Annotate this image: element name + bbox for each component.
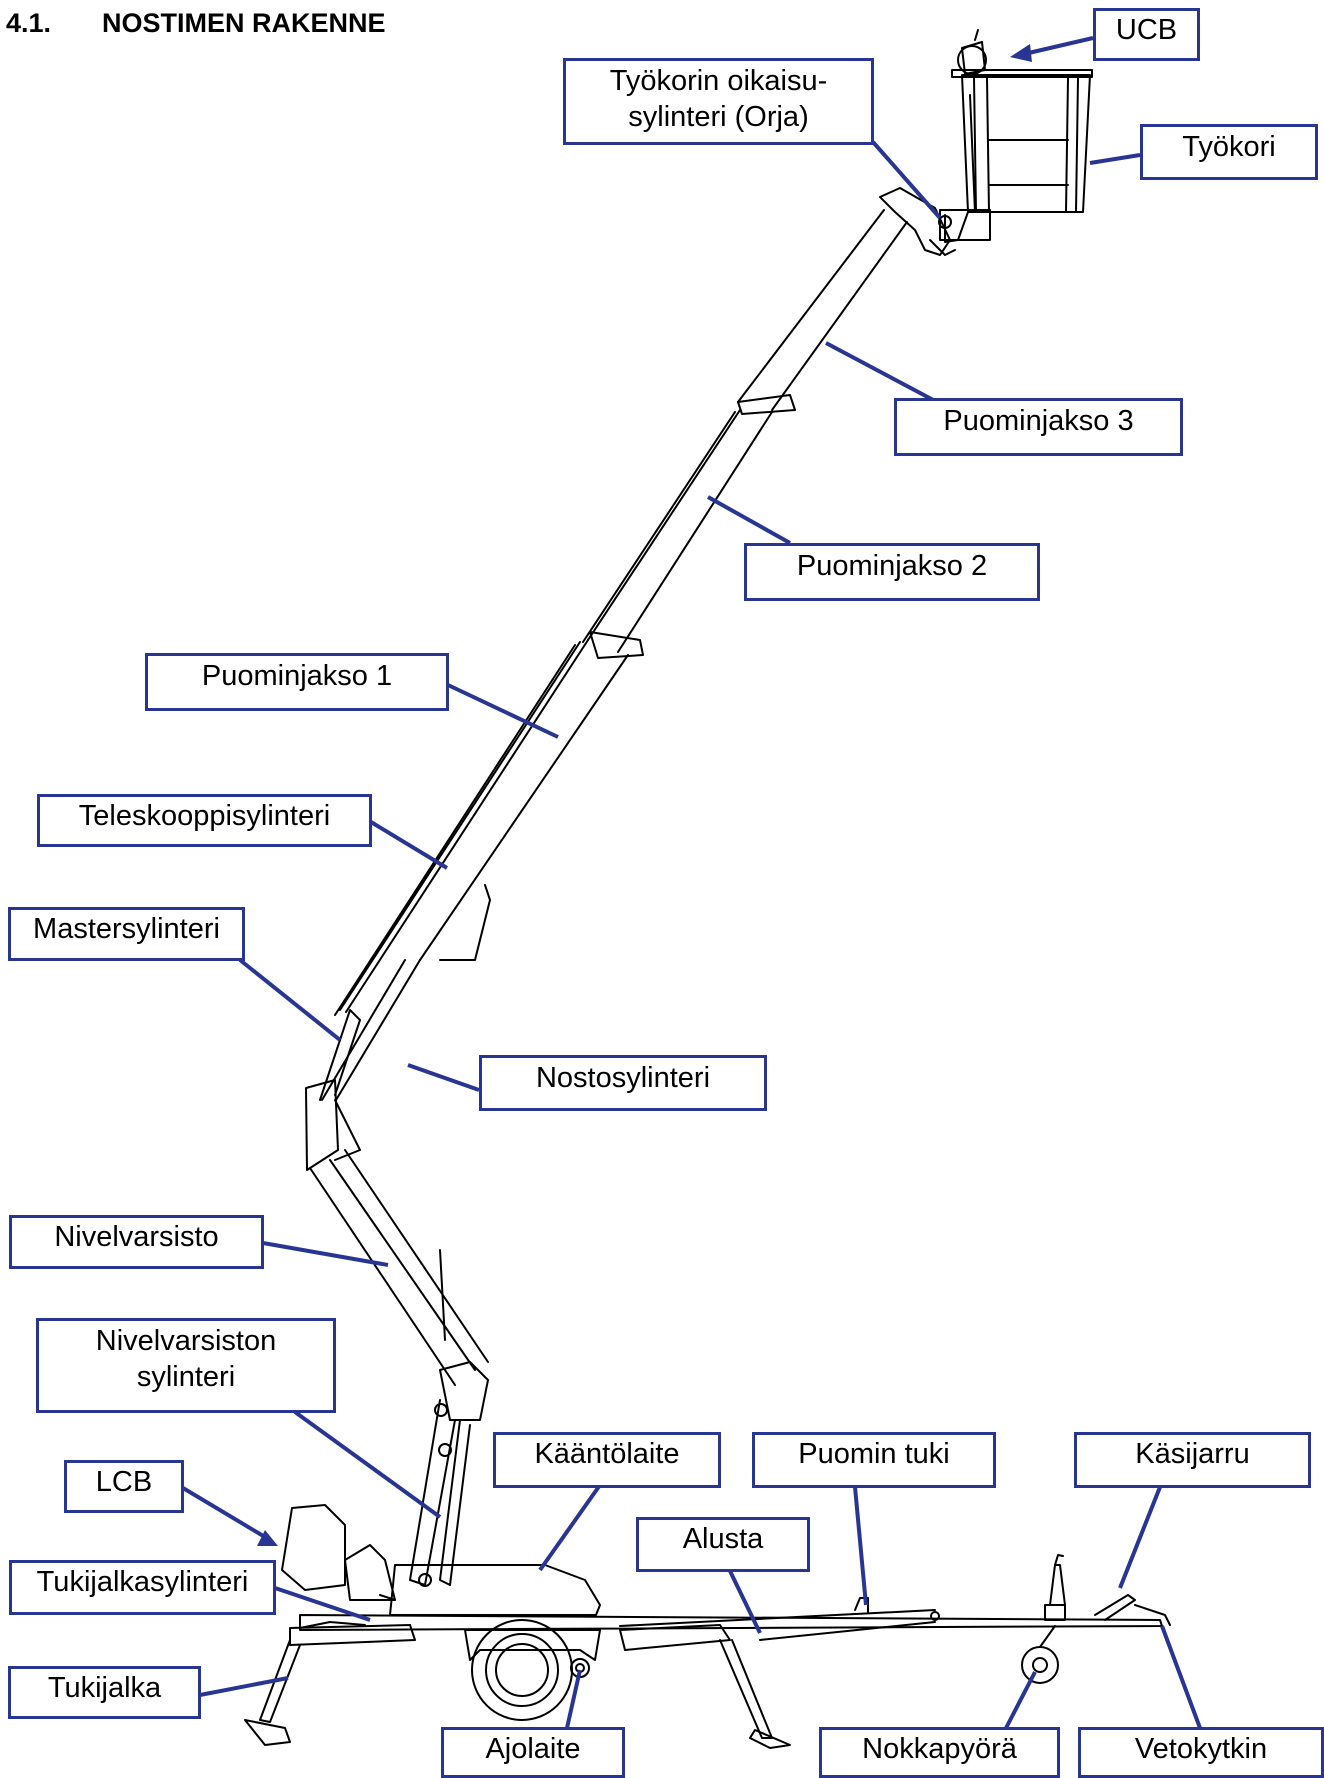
label-tyokorin-oikaisusylinteri: Työkorin oikaisu- sylinteri (Orja) [563,58,874,145]
label-nivelvarsiston-sylinteri: Nivelvarsiston sylinteri [36,1318,336,1413]
leader-vetokytkin [1160,1625,1202,1729]
label-alusta: Alusta [636,1517,810,1572]
leader-ajolaite [565,1669,582,1729]
leader-nosto [407,1063,480,1092]
boom-section-1 [321,639,629,1101]
leader-kasijarru [1118,1486,1162,1589]
outriggers [244,1621,791,1749]
leader-puominjakso1 [447,683,559,739]
work-basket [939,29,1093,243]
leader-ucb [1019,36,1094,57]
leader-tyokori [1089,153,1141,165]
label-teleskooppisylinteri-text: Teleskooppisylinteri [78,800,331,832]
label-nivelvarsiston-line2: sylinteri [136,1361,236,1393]
label-tukijalkasylinteri: Tukijalkasylinteri [9,1560,276,1615]
label-ucb-text: UCB [1115,14,1178,46]
leader-kaantolaite [538,1483,602,1572]
main-wheel [464,1619,601,1721]
label-ajolaite-text: Ajolaite [485,1733,581,1765]
jockey-wheel [1021,1625,1059,1684]
leader-alusta [728,1570,762,1634]
leader-nokkapyora [1003,1671,1037,1731]
boom-section-2 [582,409,773,659]
section-title: NOSTIMEN RAKENNE [102,8,386,38]
label-mastersylinteri: Mastersylinteri [8,907,245,961]
label-lcb-text: LCB [95,1466,153,1498]
machine-drawing [244,29,1171,1749]
label-nokkapyora-text: Nokkapyörä [862,1733,1017,1765]
label-vetokytkin: Vetokytkin [1078,1727,1324,1778]
label-nivelvarsisto-text: Nivelvarsisto [54,1221,219,1253]
leader-puominjakso3 [825,341,938,404]
label-ucb: UCB [1093,8,1200,61]
label-kasijarru: Käsijarru [1074,1432,1311,1488]
articulating-arms [309,1149,489,1587]
label-kaantolaite: Kääntölaite [493,1432,721,1488]
label-puominjakso-2-text: Puominjakso 2 [796,550,988,582]
label-lcb: LCB [64,1460,184,1513]
leader-puomin-tuki [853,1486,868,1606]
boom-pivot [305,1009,361,1171]
boom-section-3 [737,209,908,415]
label-tyokorin-oikaisu-line2: sylinteri (Orja) [628,101,809,133]
label-kasijarru-text: Käsijarru [1135,1438,1250,1470]
label-tyokori: Työkori [1140,124,1318,180]
callout-leaders [181,36,1202,1731]
leader-nivelvarsiston-sylinteri [293,1410,442,1519]
label-alusta-text: Alusta [682,1523,764,1555]
leader-tyokorin-oikaisu [871,140,942,220]
leader-master [238,958,342,1042]
label-nivelvarsiston-line1: Nivelvarsiston [95,1325,277,1357]
label-teleskooppisylinteri: Teleskooppisylinteri [37,794,372,847]
label-nokkapyora: Nokkapyörä [819,1727,1060,1778]
label-nostosylinteri-text: Nostosylinteri [535,1062,711,1094]
turntable [281,1504,601,1616]
label-tukijalkasylinteri-text: Tukijalkasylinteri [36,1566,249,1598]
label-nostosylinteri: Nostosylinteri [479,1055,767,1111]
label-vetokytkin-text: Vetokytkin [1134,1733,1268,1765]
leader-lcb-arrowhead [257,1530,278,1546]
label-puominjakso-3: Puominjakso 3 [894,398,1183,456]
label-ajolaite: Ajolaite [441,1727,625,1778]
leader-ucb-arrowhead [1010,44,1032,62]
label-puominjakso-1: Puominjakso 1 [145,653,449,711]
label-tukijalka: Tukijalka [8,1666,201,1719]
leader-puominjakso2 [707,495,791,545]
leader-nivelvarsisto [262,1241,389,1267]
leader-teleskooppi [369,820,449,870]
label-puominjakso-1-text: Puominjakso 1 [201,660,393,692]
label-tyokorin-oikaisu-line1: Työkorin oikaisu- [609,65,828,97]
label-nivelvarsisto: Nivelvarsisto [9,1215,264,1269]
label-tyokori-text: Työkori [1182,131,1276,163]
leader-lcb [181,1486,272,1542]
label-kaantolaite-text: Kääntölaite [534,1438,680,1470]
label-puomin-tuki: Puomin tuki [752,1432,996,1488]
label-puomin-tuki-text: Puomin tuki [798,1438,950,1470]
label-puominjakso-3-text: Puominjakso 3 [943,405,1134,437]
label-puominjakso-2: Puominjakso 2 [744,543,1040,601]
leader-tukijalka [199,1676,289,1697]
label-mastersylinteri-text: Mastersylinteri [33,913,220,945]
label-tukijalka-text: Tukijalka [47,1672,162,1704]
section-heading: 4.1. NOSTIMEN RAKENNE [6,8,386,39]
leader-tukijalkasylinteri [274,1586,371,1622]
section-number: 4.1. [6,8,52,38]
basket-leveler [879,187,956,256]
